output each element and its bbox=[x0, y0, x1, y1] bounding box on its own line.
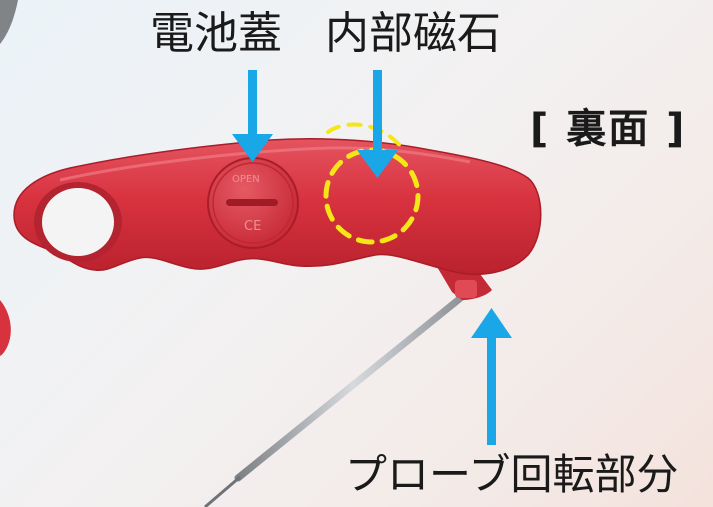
magnet-dashed-arc-outer bbox=[326, 122, 406, 152]
battery-cover-cap: OPEN CE bbox=[207, 157, 299, 249]
ce-mark: CE bbox=[244, 219, 261, 234]
edge-red-shape-bottom bbox=[0, 300, 11, 356]
probe-needle bbox=[204, 288, 472, 507]
internal-magnet-label: 内部磁石 bbox=[325, 8, 501, 59]
arrow-probe-rotation bbox=[471, 308, 512, 445]
edge-red-shape-top bbox=[0, 0, 18, 44]
hanging-hole bbox=[34, 182, 122, 262]
body-highlight bbox=[59, 146, 471, 182]
back-side-label: [ 裏面 ] bbox=[530, 106, 687, 152]
open-mark: OPEN bbox=[232, 174, 260, 185]
arrow-battery-cover bbox=[232, 70, 273, 162]
probe-rotation-label: プローブ回転部分 bbox=[345, 450, 679, 499]
battery-cover-label: 電池蓋 bbox=[150, 8, 282, 59]
arrow-internal-magnet bbox=[357, 70, 398, 178]
